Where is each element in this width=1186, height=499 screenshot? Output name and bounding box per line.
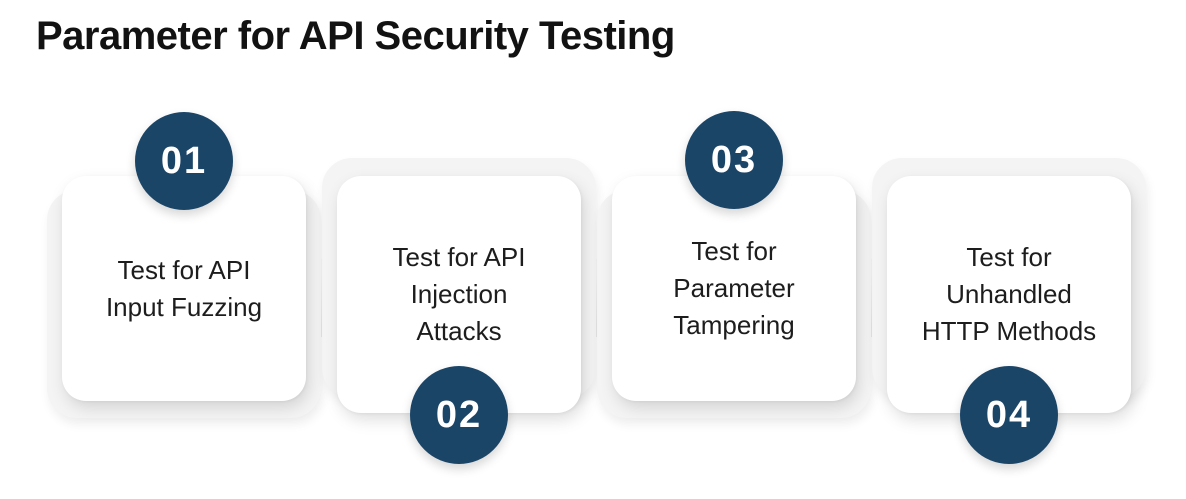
step-3-number: 03 — [710, 138, 758, 181]
step-4-label: Test for Unhandled HTTP Methods — [921, 242, 1097, 346]
step-2-number: 02 — [435, 393, 483, 436]
step-2-card: Test for API Injection Attacks — [337, 176, 581, 413]
page-title: Parameter for API Security Testing — [36, 14, 675, 58]
step-4-number: 04 — [985, 393, 1033, 436]
step-3-card: Test for Parameter Tampering — [612, 176, 856, 401]
step-2-number-badge: 02 — [410, 366, 508, 464]
step-1-number: 01 — [160, 139, 208, 182]
step-1-number-badge: 01 — [135, 112, 233, 210]
step-2-label: Test for API Injection Attacks — [392, 242, 526, 346]
step-3-number-badge: 03 — [685, 111, 783, 209]
step-1-label: Test for API Input Fuzzing — [105, 254, 263, 322]
step-4-number-badge: 04 — [960, 366, 1058, 464]
step-3-label: Test for Parameter Tampering — [673, 236, 795, 340]
step-1-card: Test for API Input Fuzzing — [62, 176, 306, 401]
